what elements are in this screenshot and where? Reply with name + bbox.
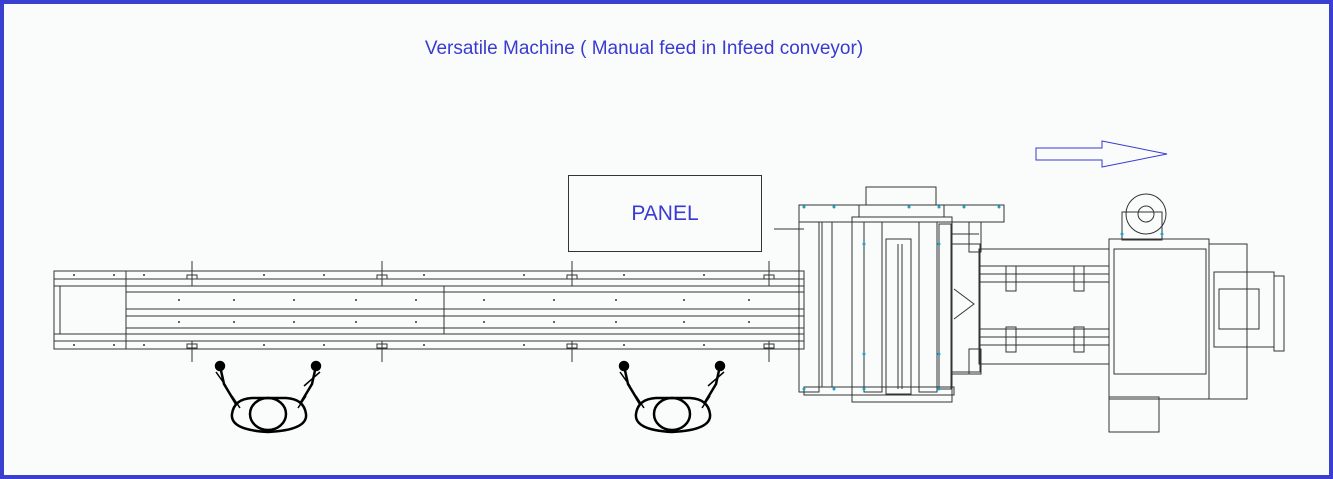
infeed-conveyor xyxy=(53,261,805,362)
right-arrow-icon xyxy=(1035,140,1168,168)
operator-right-icon xyxy=(618,360,726,434)
outfeed-rails xyxy=(978,248,1110,365)
operator-left-icon xyxy=(214,360,322,434)
panel-label: PANEL xyxy=(631,202,699,225)
conveyor-posts xyxy=(186,261,775,362)
diagram-title: Versatile Machine ( Manual feed in Infee… xyxy=(424,38,864,59)
control-panel-box: PANEL xyxy=(568,175,762,252)
machine-layout-drawing xyxy=(53,140,1285,434)
outfeed-machine-unit xyxy=(1108,193,1285,433)
machine-center-section xyxy=(774,186,1005,403)
